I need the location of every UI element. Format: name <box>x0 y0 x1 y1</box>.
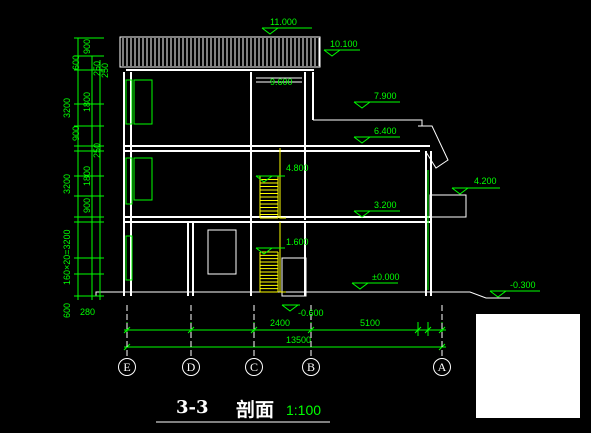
section-title-name: 剖面 <box>236 399 275 421</box>
axis-bubble-b: B <box>302 358 320 376</box>
dim-left-0: 900 <box>82 38 92 54</box>
axis-bubble-a: A <box>433 358 451 376</box>
elevation-triangle <box>261 27 279 35</box>
level-entry-step: -0.600 <box>298 308 324 318</box>
dim-bottom-2: 5100 <box>360 318 381 328</box>
dim-bottom-1: 2400 <box>270 318 291 328</box>
dim-left-12: 600 <box>62 302 72 318</box>
exterior-details <box>82 77 510 299</box>
level-third-floor: 9.600 <box>270 77 293 87</box>
roof <box>119 36 321 68</box>
dim-left-1: 600 <box>71 54 81 70</box>
elevation-triangle <box>351 282 369 290</box>
level-parapet: 7.900 <box>374 91 397 101</box>
dim-left-5: 1800 <box>82 91 92 112</box>
level-side-canopy: 4.200 <box>474 176 497 186</box>
elevation-triangle <box>255 175 273 183</box>
dim-left-3: 250 <box>100 62 110 78</box>
axis-lines <box>126 305 443 358</box>
dim-left-7: 250 <box>92 142 102 158</box>
left-dimension-lines <box>74 37 104 300</box>
building-walls <box>123 69 432 296</box>
dim-bottom-total: 13500 <box>286 335 312 345</box>
level-roof-top: 11.000 <box>270 17 297 27</box>
elevation-triangle <box>489 290 507 298</box>
level-outside-grade: -0.300 <box>510 280 536 290</box>
dim-left-11: 160×20=3200 <box>62 229 72 285</box>
elevation-triangle <box>281 304 299 312</box>
dim-left-10: 900 <box>82 197 92 213</box>
axis-bubble-e: E <box>118 358 136 376</box>
axis-bubble-d: D <box>182 358 200 376</box>
level-stair-upper: 4.800 <box>286 163 309 173</box>
dim-left-9: 1800 <box>82 165 92 186</box>
elevation-triangle <box>353 210 371 218</box>
blank-white-panel <box>476 314 580 418</box>
windows <box>125 79 429 290</box>
level-eave: 10.100 <box>330 39 358 49</box>
axis-bubble-c: C <box>245 358 263 376</box>
elevation-triangle <box>451 187 469 195</box>
section-title-number: 3-3 <box>176 397 209 418</box>
elevation-triangle <box>255 247 273 255</box>
level-stair-lower: 1.600 <box>286 237 309 247</box>
dim-left-13: 280 <box>80 307 96 317</box>
elevation-triangle <box>323 49 341 57</box>
elevation-triangle <box>353 136 371 144</box>
level-second-floor: 3.200 <box>374 200 397 210</box>
elevation-markers <box>255 27 540 312</box>
level-ground: ±0.000 <box>372 272 400 282</box>
dim-left-4: 3200 <box>62 97 72 118</box>
dim-left-6: 900 <box>71 125 81 141</box>
level-canopy: 6.400 <box>374 126 397 136</box>
dim-left-8: 3200 <box>62 173 72 194</box>
section-title-scale: 1:100 <box>286 402 322 418</box>
elevation-triangle <box>353 101 371 109</box>
